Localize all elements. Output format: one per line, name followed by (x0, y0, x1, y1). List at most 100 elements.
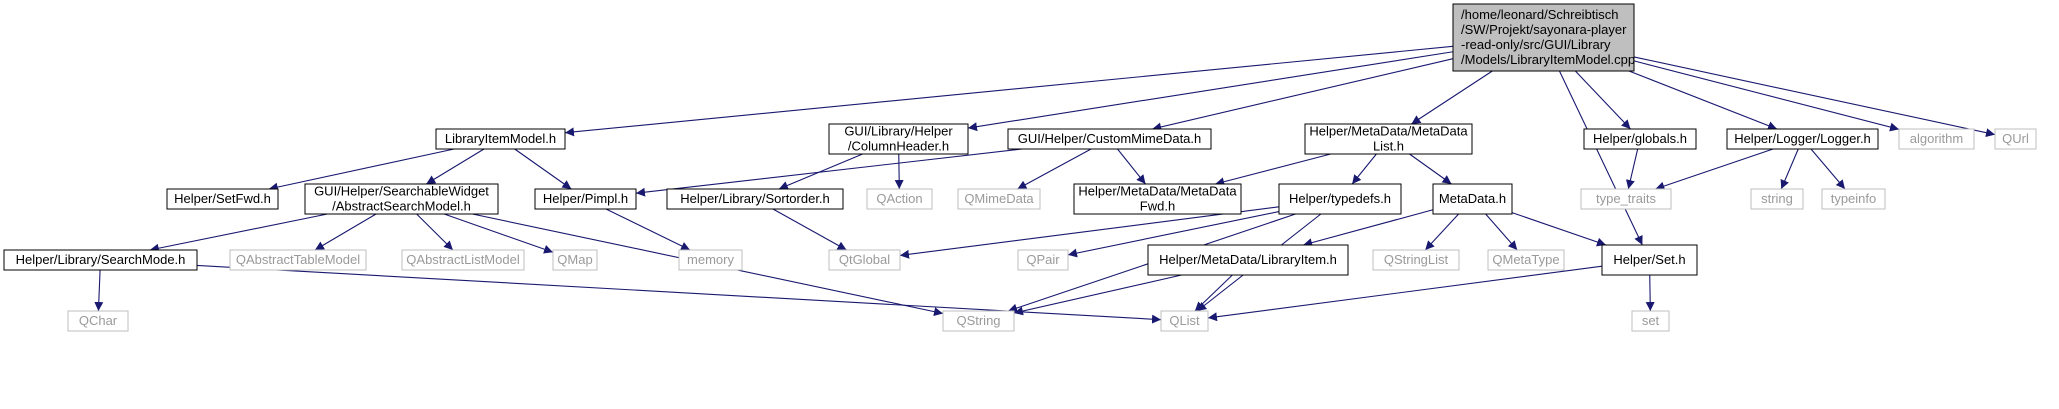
node-label-line: Helper/MetaData/LibraryItem.h (1159, 252, 1337, 267)
edge-line (1424, 213, 1460, 251)
edge-root-to-logger_h (1628, 70, 1778, 130)
edge-custommime_h-to-qmimedata (1017, 148, 1092, 190)
edge-line (1351, 153, 1377, 185)
edge-line (1017, 148, 1092, 190)
node-label-line: GUI/Library/Helper (844, 124, 953, 139)
node-root: /home/leonard/Schreibtisch/SW/Projekt/sa… (1452, 3, 1635, 72)
node-label-line: Helper/Logger/Logger.h (1734, 131, 1871, 146)
node-globals_h[interactable]: Helper/globals.h (1583, 128, 1697, 150)
edge-sortorder_h-to-qtglobal (772, 208, 847, 251)
node-qmimedata: QMimeData (957, 188, 1041, 210)
node-algorithm: algorithm (1898, 128, 1975, 150)
node-box (1821, 188, 1886, 210)
edge-root-to-metadatalist_h (1411, 70, 1493, 125)
edge-line (1633, 60, 1900, 132)
node-label-line: QPair (1026, 252, 1060, 267)
node-label-line: QStringList (1384, 252, 1449, 267)
edge-line (416, 213, 454, 251)
node-box (1160, 310, 1209, 332)
node-typedefs_h[interactable]: Helper/typedefs.h (1278, 183, 1402, 215)
node-box (229, 249, 367, 271)
node-libitemmodel_h[interactable]: LibraryItemModel.h (435, 128, 566, 150)
node-label-line: Helper/MetaData/MetaData (1309, 124, 1468, 139)
node-label-line: Helper/Library/SearchMode.h (16, 252, 186, 267)
node-sortorder_h[interactable]: Helper/Library/Sortorder.h (666, 188, 844, 210)
node-string: string (1750, 188, 1804, 210)
edge-line (1194, 274, 1233, 312)
node-label-line: /Models/LibraryItemModel.cpp (1461, 52, 1635, 67)
edge-line (514, 148, 572, 190)
node-box (1304, 123, 1473, 155)
node-setfwd_h[interactable]: Helper/SetFwd.h (166, 188, 279, 210)
edge-line (1511, 212, 1607, 247)
node-logger_h[interactable]: Helper/Logger/Logger.h (1726, 128, 1879, 150)
node-label-line: QAbstractTableModel (236, 252, 360, 267)
node-label-line: Fwd.h (1140, 199, 1175, 214)
node-label-line: QMetaType (1492, 252, 1559, 267)
edge-root-to-qurl (1633, 56, 1996, 138)
node-label-line: Helper/typedefs.h (1289, 191, 1391, 206)
node-label-line: typeinfo (1831, 191, 1877, 206)
node-abstractsearch_h[interactable]: GUI/Helper/SearchableWidget/AbstractSear… (304, 183, 499, 215)
node-label-line: QAction (876, 191, 922, 206)
nodes-layer: /home/leonard/Schreibtisch/SW/Projekt/sa… (3, 3, 2037, 332)
node-qlist: QList (1160, 310, 1209, 332)
node-libraryitem_h[interactable]: Helper/MetaData/LibraryItem.h (1147, 244, 1349, 276)
edge-abstractsearch_h-to-qabstracttable (314, 213, 377, 251)
edge-line (894, 153, 904, 190)
node-box (1583, 128, 1697, 150)
edge-libitemmodel_h-to-setfwd_h (268, 148, 455, 192)
edge-typedefs_h-to-qpair (1067, 210, 1280, 258)
node-box (942, 310, 1015, 332)
node-label-line: GUI/Helper/CustomMimeData.h (1018, 131, 1202, 146)
edge-libitemmodel_h-to-abstractsearch_h (425, 148, 485, 185)
node-searchmode_h[interactable]: Helper/Library/SearchMode.h (3, 249, 198, 271)
node-pimpl_h[interactable]: Helper/Pimpl.h (534, 188, 637, 210)
edge-line (605, 208, 691, 251)
node-set_h[interactable]: Helper/Set.h (1601, 244, 1698, 276)
edge-metadatalist_h-to-metadata_h (1409, 153, 1452, 185)
edge-line (1633, 56, 1996, 138)
edge-logger_h-to-string (1780, 148, 1799, 190)
edge-line (1780, 148, 1799, 190)
edge-searchmode_h-to-qchar (94, 269, 104, 312)
edge-line (1152, 58, 1454, 132)
node-qchar: QChar (67, 310, 129, 332)
node-label-line: QList (1169, 313, 1200, 328)
node-box (166, 188, 279, 210)
node-qabstractlist: QAbstractListModel (401, 249, 525, 271)
node-qstring: QString (942, 310, 1015, 332)
edge-libitemmodel_h-to-pimpl_h (514, 148, 572, 190)
node-label-line: QString (956, 313, 1000, 328)
node-box (534, 188, 637, 210)
node-box (1073, 183, 1242, 215)
node-qstringlist: QStringList (1372, 249, 1460, 271)
node-set: set (1631, 310, 1670, 332)
node-box (1994, 128, 2037, 150)
node-qaction: QAction (866, 188, 933, 210)
edge-columnheader_h-to-sortorder_h (778, 153, 863, 190)
node-custommime_h[interactable]: GUI/Helper/CustomMimeData.h (1007, 128, 1212, 150)
node-box (1487, 249, 1565, 271)
node-type_traits: type_traits (1580, 188, 1672, 210)
edge-line (1625, 148, 1639, 190)
node-label-line: -read-only/src/GUI/Library (1461, 37, 1611, 52)
node-qmap: QMap (552, 249, 598, 271)
node-metadata_h[interactable]: MetaData.h (1432, 183, 1513, 215)
edge-root-to-algorithm (1633, 60, 1900, 132)
node-box (1580, 188, 1672, 210)
node-columnheader_h[interactable]: GUI/Library/Helper/ColumnHeader.h (828, 123, 969, 155)
edge-metadata_h-to-set_h (1511, 212, 1607, 247)
edge-line (314, 213, 377, 251)
edge-abstractsearch_h-to-qmap (443, 213, 554, 254)
node-label-line: Helper/Pimpl.h (543, 191, 628, 206)
edge-globals_h-to-type_traits (1625, 148, 1639, 190)
edge-line (149, 213, 328, 253)
node-box (1898, 128, 1975, 150)
node-typeinfo: typeinfo (1821, 188, 1886, 210)
node-box (1432, 183, 1513, 215)
edge-line (1558, 70, 1643, 246)
edge-line (1645, 274, 1655, 312)
